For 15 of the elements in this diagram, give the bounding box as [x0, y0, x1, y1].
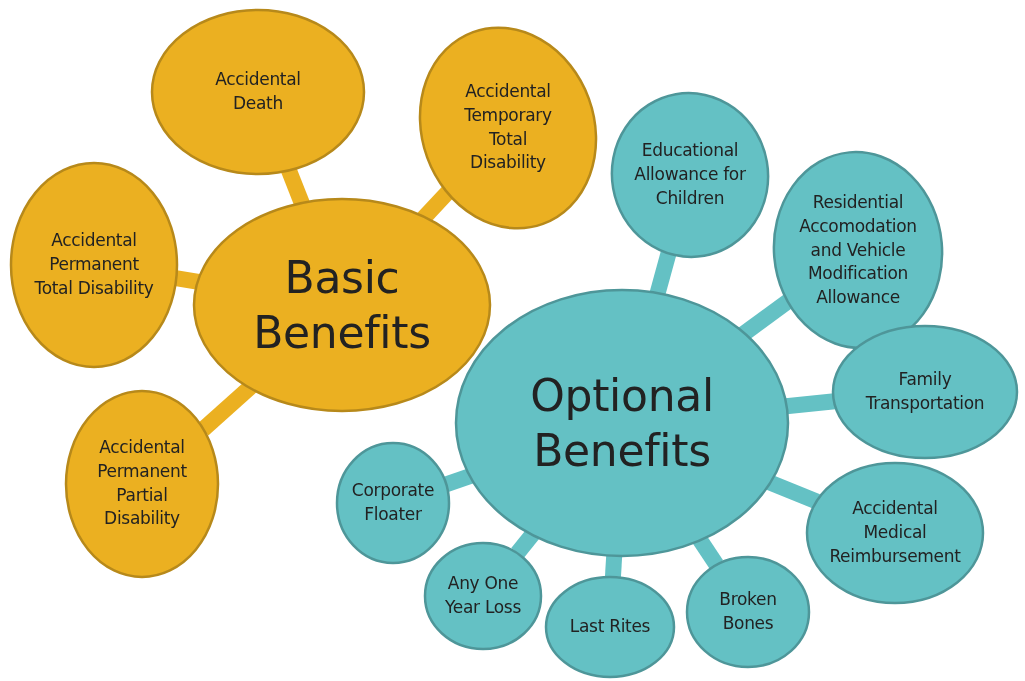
bubble-label: Accidental Medical Reimbursement — [828, 497, 962, 568]
bubble-label: Accidental Death — [214, 68, 302, 115]
connector-stem — [764, 474, 820, 509]
bubble-label: Accidental Permanent Total Disability — [34, 229, 154, 300]
hub-title: Optional Benefits — [529, 369, 715, 478]
bubble-label: Broken Bones — [718, 588, 778, 635]
hub-title: Basic Benefits — [252, 251, 432, 360]
bubble-label: Any One Year Loss — [444, 572, 522, 619]
bubble-label: Accidental Permanent Partial Disability — [96, 436, 188, 531]
bubble-label: Corporate Floater — [350, 479, 436, 526]
bubble-label: Educational Allowance for Children — [633, 139, 747, 210]
bubble-label: Residential Accomodation and Vehicle Modification Allowance — [798, 190, 918, 309]
bubble-label: Accidental Temporary Total Disability — [463, 80, 553, 175]
bubble-label: Family Transportation — [864, 368, 986, 415]
bubble-label: Last Rites — [568, 615, 652, 639]
